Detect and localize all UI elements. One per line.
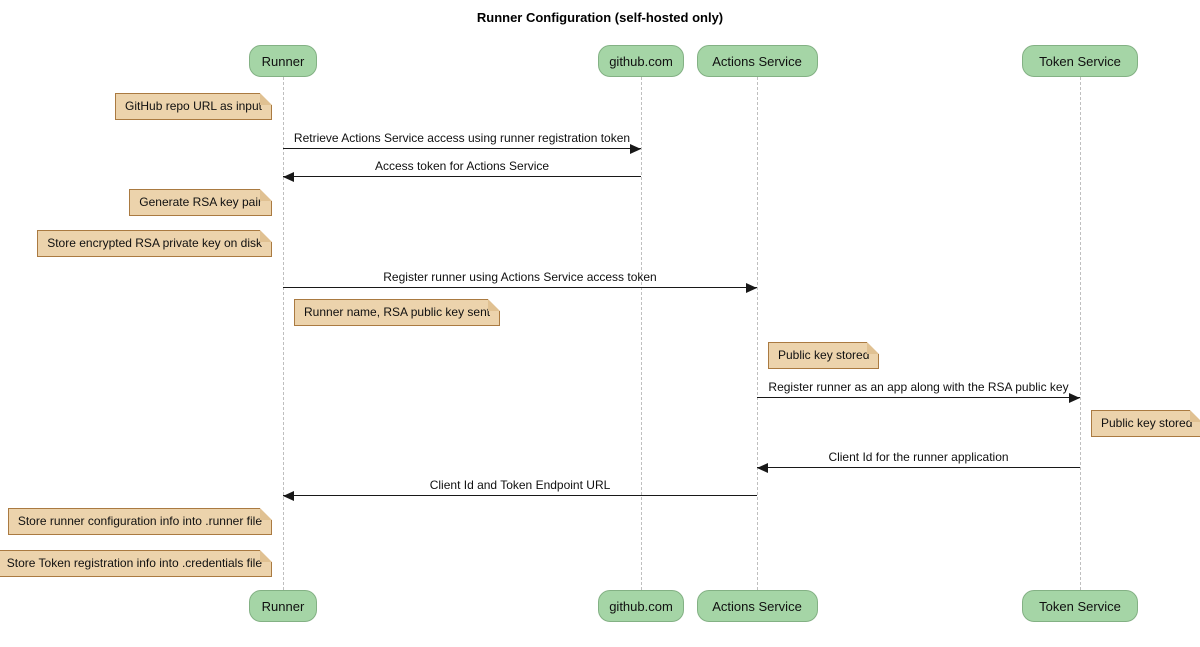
note: Public key stored [1091,410,1200,437]
note-text: Public key stored [1101,416,1193,430]
note-text: Runner name, RSA public key sent [304,305,491,319]
note: Store runner configuration info into .ru… [7,508,272,535]
message-2-line [283,176,641,177]
note: Public key stored [768,342,880,369]
message-1-line [283,148,641,149]
lifeline-token [1080,77,1081,590]
note-text: Store runner configuration info into .ru… [17,514,262,528]
note: Generate RSA key pair [129,189,272,216]
note-fold-icon [867,342,880,354]
note-text: Generate RSA key pair [139,195,262,209]
note: GitHub repo URL as input [115,93,272,120]
arrowhead-icon [283,171,294,182]
note-fold-icon [260,189,272,201]
participant-github-bottom: github.com [598,590,684,622]
message-3-line [283,287,757,288]
lifeline-runner [283,77,284,590]
message-5-label: Client Id for the runner application [828,450,1009,464]
note-fold-icon [1190,410,1200,422]
arrowhead-icon [1069,392,1080,403]
message-4-line [757,397,1080,398]
message-6-line [283,495,757,496]
lifeline-github [641,77,642,590]
message-5-line [757,467,1080,468]
message-3-label: Register runner using Actions Service ac… [383,270,657,284]
arrowhead-icon [630,143,641,154]
participant-actions-bottom: Actions Service [696,590,818,622]
note-text: Public key stored [778,348,870,362]
arrowhead-icon [757,462,768,473]
participant-runner-bottom: Runner [249,590,317,622]
note-fold-icon [488,299,501,311]
note-fold-icon [260,550,272,562]
message-6-label: Client Id and Token Endpoint URL [429,478,611,492]
diagram-title: Runner Configuration (self-hosted only) [476,10,724,25]
arrowhead-icon [746,282,757,293]
note-text: Store Token registration info into .cred… [6,556,262,570]
note-fold-icon [260,93,272,105]
participant-runner-top: Runner [249,45,317,77]
note-fold-icon [260,508,272,520]
note: Store Token registration info into .cred… [0,550,272,577]
participant-token-top: Token Service [1022,45,1138,77]
message-4-label: Register runner as an app along with the… [768,380,1069,394]
note: Runner name, RSA public key sent [294,299,501,326]
note: Store encrypted RSA private key on disk [37,230,272,257]
participant-token-bottom: Token Service [1022,590,1138,622]
note-text: GitHub repo URL as input [125,99,262,113]
note-text: Store encrypted RSA private key on disk [47,236,262,250]
message-1-label: Retrieve Actions Service access using ru… [293,131,631,145]
message-2-label: Access token for Actions Service [374,159,550,173]
note-fold-icon [260,230,272,242]
participant-actions-top: Actions Service [696,45,818,77]
arrowhead-icon [283,490,294,501]
participant-github-top: github.com [598,45,684,77]
lifeline-actions [757,77,758,590]
